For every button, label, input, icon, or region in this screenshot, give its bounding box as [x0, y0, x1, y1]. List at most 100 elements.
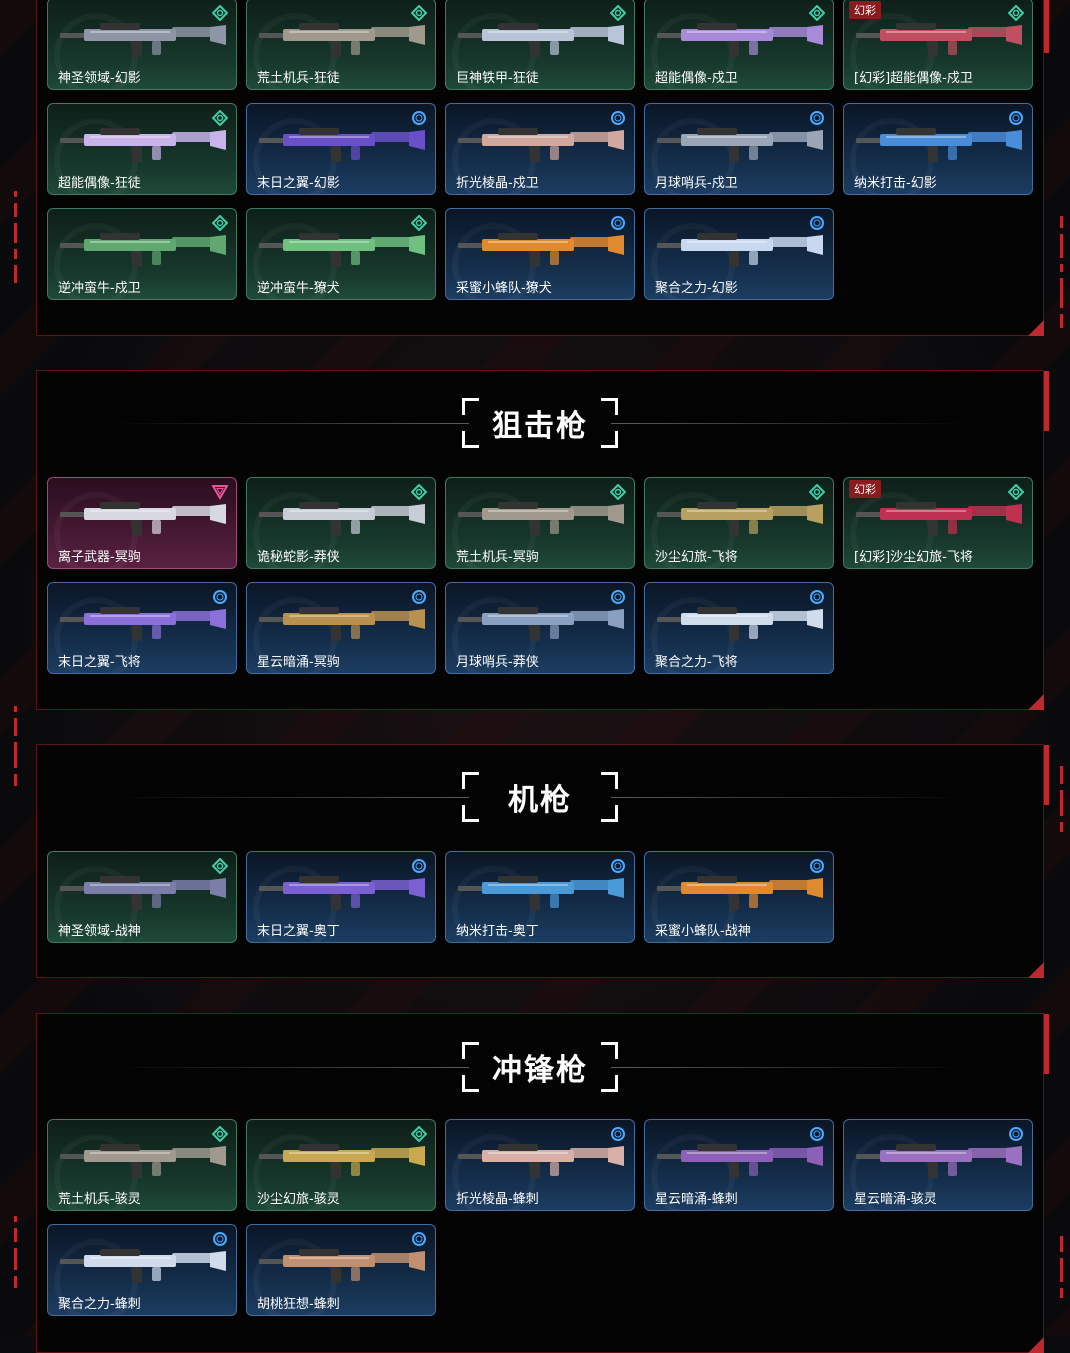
green-tier-icon [211, 1125, 229, 1143]
weapon-skin-image [60, 122, 228, 166]
weapon-skin-image [657, 227, 825, 271]
skin-name: 逆冲蛮牛-戍卫 [58, 281, 141, 296]
weapon-skin-image [60, 227, 228, 271]
panel-accent-bar [1044, 745, 1049, 805]
skin-card[interactable]: 聚合之力-幻影 [644, 208, 834, 300]
weapon-skin-image [657, 870, 825, 914]
skin-name: 聚合之力-蜂刺 [58, 1297, 141, 1312]
green-tier-icon [1007, 4, 1025, 22]
weapon-skin-image [60, 17, 228, 61]
green-tier-icon [410, 4, 428, 22]
skin-card[interactable]: 逆冲蛮牛-戍卫 [47, 208, 237, 300]
skin-card[interactable]: 末日之翼-飞将 [47, 582, 237, 674]
skin-card[interactable]: 星云暗涌-蜂刺 [644, 1119, 834, 1211]
skin-name: 神圣领域-幻影 [58, 71, 141, 86]
skin-card[interactable]: 荒土机兵-冥驹 [445, 477, 635, 569]
skin-card[interactable]: 星云暗涌-骇灵 [843, 1119, 1033, 1211]
skin-name: 荒土机兵-冥驹 [456, 550, 539, 565]
skin-card[interactable]: 纳米打击-奥丁 [445, 851, 635, 943]
skin-name: 折光棱晶-蜂刺 [456, 1192, 539, 1207]
title-bracket-frame: 冲锋枪 [462, 1042, 618, 1092]
skin-card[interactable]: 末日之翼-幻影 [246, 103, 436, 195]
weapon-skin-image [657, 496, 825, 540]
weapon-skin-image [259, 870, 427, 914]
skin-card[interactable]: 神圣领域-幻影 [47, 0, 237, 90]
title-bracket-frame: 机枪 [462, 772, 618, 822]
skin-name: 采蜜小蜂队-战神 [655, 924, 751, 939]
skin-card[interactable]: 纳米打击-幻影 [843, 103, 1033, 195]
green-tier-icon [211, 214, 229, 232]
skin-name: 沙尘幻旅-飞将 [655, 550, 738, 565]
weapon-skin-image [60, 1243, 228, 1287]
weapon-skin-image [458, 1138, 626, 1182]
skin-name: 末日之翼-奥丁 [257, 924, 340, 939]
blue-tier-icon [411, 858, 427, 874]
skin-card[interactable]: 星云暗涌-冥驹 [246, 582, 436, 674]
edge-marks-right [1060, 760, 1068, 838]
header-divider-line [109, 1067, 469, 1068]
green-tier-icon [410, 483, 428, 501]
skin-card[interactable]: 采蜜小蜂队-獠犬 [445, 208, 635, 300]
skin-name: 纳米打击-幻影 [854, 176, 937, 191]
edge-marks-left [14, 185, 22, 289]
skin-name: 荒土机兵-狂徒 [257, 71, 340, 86]
skin-card[interactable]: 荒土机兵-狂徒 [246, 0, 436, 90]
blue-tier-icon [212, 1231, 228, 1247]
skin-name: [幻彩]沙尘幻旅-飞将 [854, 550, 973, 565]
skin-card[interactable]: 聚合之力-蜂刺 [47, 1224, 237, 1316]
blue-tier-icon [610, 589, 626, 605]
skin-card[interactable]: 末日之翼-奥丁 [246, 851, 436, 943]
header-divider-line [611, 797, 971, 798]
skin-name: 星云暗涌-蜂刺 [655, 1192, 738, 1207]
skin-card[interactable]: 超能偶像-狂徒 [47, 103, 237, 195]
skin-name: 荒土机兵-骇灵 [58, 1192, 141, 1207]
skin-card[interactable]: 诡秘蛇影-莽侠 [246, 477, 436, 569]
green-tier-icon [808, 483, 826, 501]
skin-card[interactable]: 沙尘幻旅-骇灵 [246, 1119, 436, 1211]
skin-card[interactable]: 月球哨兵-莽侠 [445, 582, 635, 674]
skin-card[interactable]: 巨神铁甲-狂徒 [445, 0, 635, 90]
weapon-skin-image [259, 496, 427, 540]
skin-name: 采蜜小蜂队-獠犬 [456, 281, 552, 296]
edge-marks-right [1060, 1230, 1068, 1304]
skin-card[interactable]: 聚合之力-飞将 [644, 582, 834, 674]
skin-name: 聚合之力-飞将 [655, 655, 738, 670]
header-divider-line [611, 1067, 971, 1068]
weapon-skin-image [856, 122, 1024, 166]
weapon-skin-image [458, 122, 626, 166]
skin-card[interactable]: 超能偶像-戍卫 [644, 0, 834, 90]
green-tier-icon [410, 1125, 428, 1143]
skin-card[interactable]: 月球哨兵-戍卫 [644, 103, 834, 195]
skin-card[interactable]: 幻彩[幻彩]沙尘幻旅-飞将 [843, 477, 1033, 569]
edge-marks-left [14, 700, 22, 792]
blue-tier-icon [809, 589, 825, 605]
skin-name: 末日之翼-飞将 [58, 655, 141, 670]
skin-card[interactable]: 胡桃狂想-蜂刺 [246, 1224, 436, 1316]
blue-tier-icon [610, 1126, 626, 1142]
skin-card[interactable]: 离子武器-冥驹 [47, 477, 237, 569]
skin-card[interactable]: 荒土机兵-骇灵 [47, 1119, 237, 1211]
skin-card[interactable]: 逆冲蛮牛-獠犬 [246, 208, 436, 300]
skin-card[interactable]: 神圣领域-战神 [47, 851, 237, 943]
skin-card[interactable]: 采蜜小蜂队-战神 [644, 851, 834, 943]
blue-tier-icon [809, 215, 825, 231]
skin-name: [幻彩]超能偶像-戍卫 [854, 71, 973, 86]
weapon-skin-image [60, 870, 228, 914]
skin-card[interactable]: 幻彩[幻彩]超能偶像-戍卫 [843, 0, 1033, 90]
weapon-skin-image [458, 870, 626, 914]
skin-name: 诡秘蛇影-莽侠 [257, 550, 340, 565]
header-divider-line [109, 797, 469, 798]
skin-card[interactable]: 沙尘幻旅-飞将 [644, 477, 834, 569]
panel-accent-bar [1044, 0, 1049, 53]
weapon-skin-image [60, 496, 228, 540]
green-tier-icon [211, 109, 229, 127]
weapon-skin-image [458, 17, 626, 61]
weapon-skin-image [259, 227, 427, 271]
green-tier-icon [609, 4, 627, 22]
section-title: 狙击枪 [492, 409, 588, 444]
skin-card[interactable]: 折光棱晶-戍卫 [445, 103, 635, 195]
skin-card[interactable]: 折光棱晶-蜂刺 [445, 1119, 635, 1211]
weapon-skin-image [60, 601, 228, 645]
section-title: 机枪 [508, 783, 572, 818]
blue-tier-icon [212, 589, 228, 605]
